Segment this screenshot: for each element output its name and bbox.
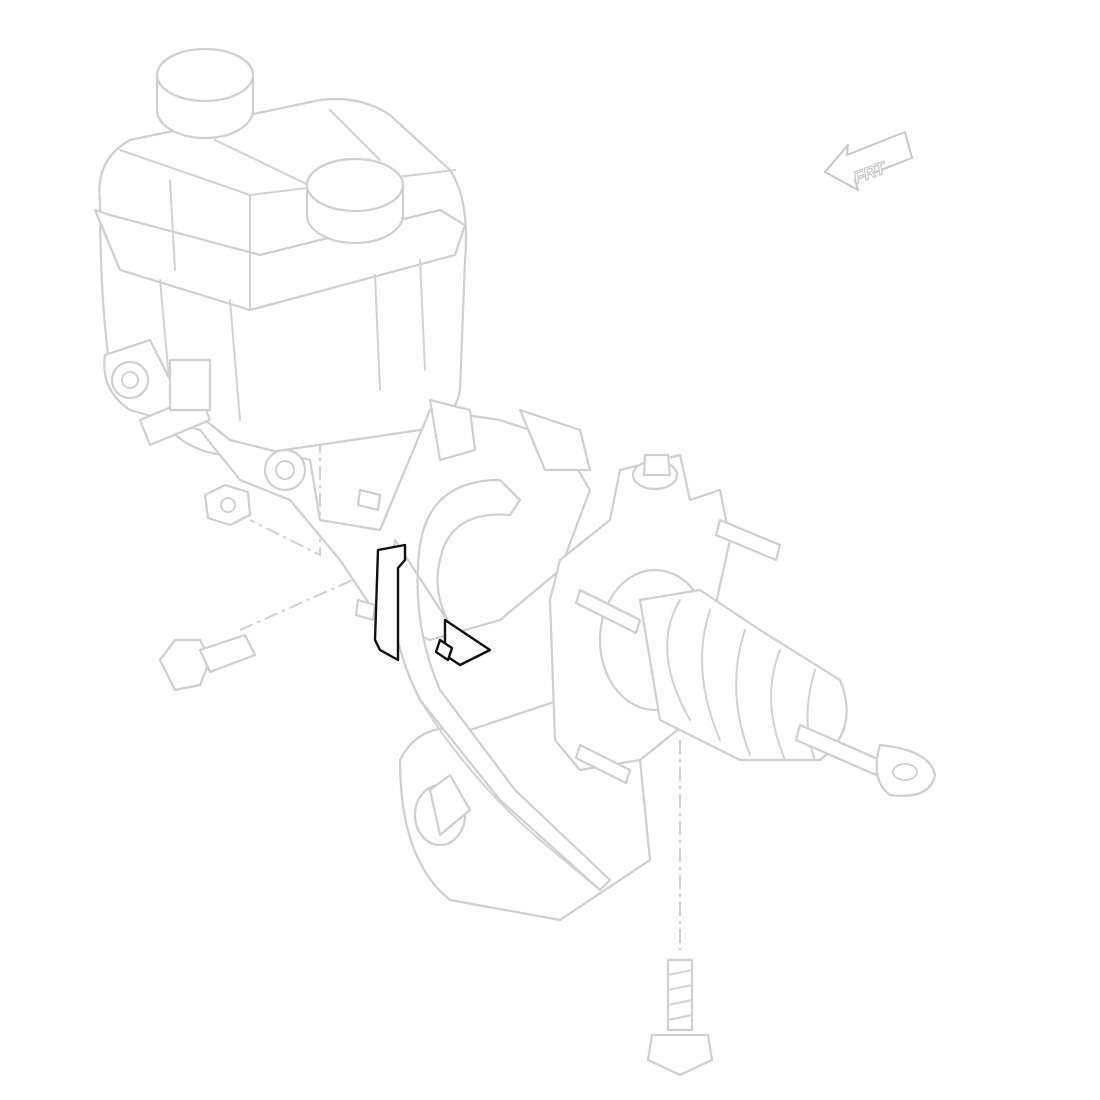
pushrod-boot — [638, 588, 937, 797]
brake-line — [389, 478, 612, 892]
master-cylinder-body — [103, 338, 592, 642]
highlighted-bracket — [373, 543, 492, 667]
mounting-bolt-bottom — [646, 958, 714, 1077]
mounting-nut — [203, 483, 252, 527]
assembly-lines — [189, 399, 681, 950]
front-arrow-icon: FRT — [824, 131, 913, 191]
mounting-bolt-left — [158, 633, 257, 692]
